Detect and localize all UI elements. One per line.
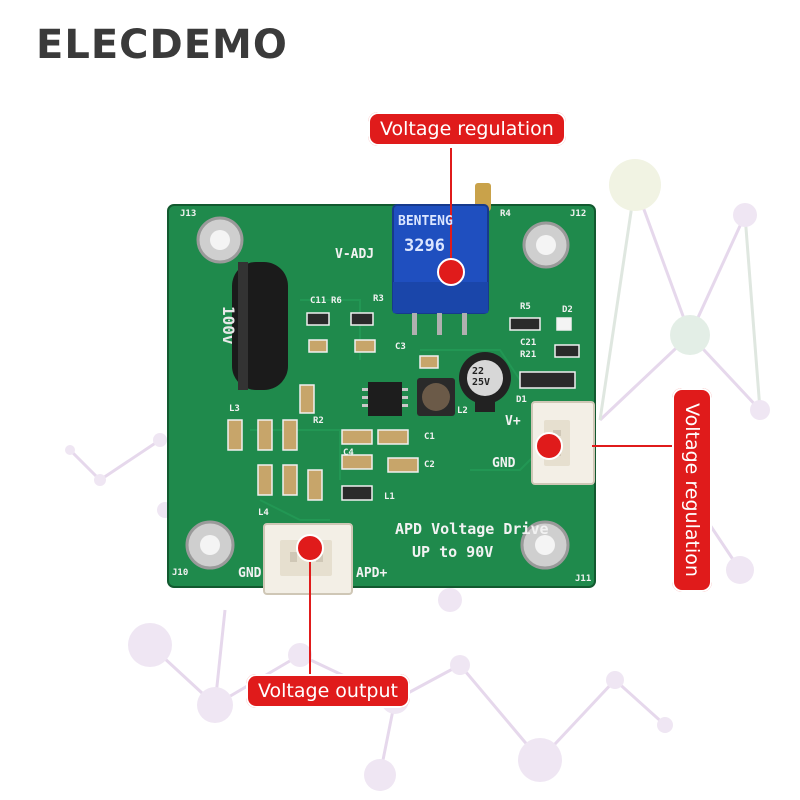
silk-d2: D2: [562, 305, 573, 315]
callout-dot-bottom: [296, 534, 324, 562]
silk-l1: L1: [384, 492, 395, 502]
callout-voltage-output: Voltage output: [246, 674, 410, 708]
silk-r4: R4: [500, 209, 511, 219]
callout-voltage-regulation-right-label: Voltage regulation: [681, 403, 703, 577]
silk-j11: J11: [575, 574, 592, 584]
silk-gnd-left: GND: [238, 566, 262, 581]
silk-v-adj: V-ADJ: [335, 247, 375, 262]
silk-c2: C2: [424, 460, 435, 470]
silk-r6: R6: [331, 296, 342, 306]
callout-dot-top: [437, 258, 465, 286]
brand-logo-text: ELECDEMO: [36, 22, 288, 68]
pot-brand-label: BENTENG: [398, 214, 453, 229]
connector-v-plus: [531, 401, 595, 485]
silk-j13: J13: [180, 209, 197, 219]
mounting-hole-j10: [185, 520, 235, 570]
silk-apd-plus: APD+: [356, 566, 388, 581]
callout-voltage-regulation-right: Voltage regulation: [672, 388, 712, 592]
callout-pointers: [309, 148, 672, 674]
mounting-hole-j12: [522, 221, 570, 269]
silk-d1: D1: [516, 395, 527, 405]
silk-l4: L4: [258, 508, 269, 518]
silk-v-plus: V+: [505, 414, 521, 429]
cap-22uf-label: 22 25V: [472, 366, 491, 388]
callout-dot-right: [535, 432, 563, 460]
silk-gnd-right: GND: [492, 456, 516, 471]
silk-r5: R5: [520, 302, 531, 312]
silk-c21: C21: [520, 338, 537, 348]
smd-components: [227, 312, 580, 501]
ic-chip: [368, 382, 402, 416]
silk-title-line2: UP to 90V: [412, 543, 494, 561]
silk-l3: L3: [229, 404, 240, 414]
silk-r3: R3: [373, 294, 384, 304]
cap-100v-label: 100v: [219, 306, 238, 345]
silk-title-line1: APD Voltage Drive: [395, 520, 549, 538]
mounting-hole-j13: [196, 216, 244, 264]
silk-c4: C4: [343, 448, 354, 458]
pot-model-label: 3296: [404, 236, 445, 256]
mounting-hole-j11: [520, 520, 570, 570]
silk-c11: C11: [310, 296, 327, 306]
silk-j12: J12: [570, 209, 587, 219]
silk-j10: J10: [172, 568, 189, 578]
silk-r21: R21: [520, 350, 537, 360]
callout-voltage-regulation-top: Voltage regulation: [368, 112, 566, 146]
silk-r2: R2: [313, 416, 324, 426]
silk-c1: C1: [424, 432, 435, 442]
silk-c3: C3: [395, 342, 406, 352]
silk-l2: L2: [457, 406, 468, 416]
